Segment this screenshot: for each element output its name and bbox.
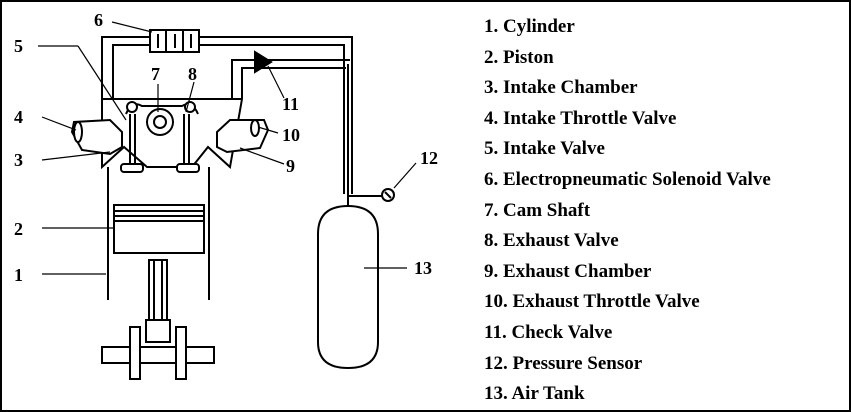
cylinder xyxy=(107,167,210,300)
callout-6: 6 xyxy=(94,10,103,30)
legend-item-exhaust-throttle-valve: 10. Exhaust Throttle Valve xyxy=(484,291,700,313)
exhaust-throttle-valve xyxy=(250,119,260,137)
pressure-sensor xyxy=(348,188,395,202)
callout-10: 10 xyxy=(282,125,300,145)
callout-7: 7 xyxy=(151,64,160,84)
exhaust-valve xyxy=(176,112,200,173)
legend-item-cylinder: 1. Cylinder xyxy=(484,16,575,37)
legend-item-intake-throttle-valve: 4. Intake Throttle Valve xyxy=(484,107,677,129)
legend-item-solenoid-valve: 6. Electropneumatic Solenoid Valve xyxy=(484,168,771,190)
callout-4: 4 xyxy=(14,107,23,127)
connecting-rod xyxy=(101,259,215,380)
legend-item-check-valve: 11. Check Valve xyxy=(484,321,613,343)
cylinder-head xyxy=(70,98,270,170)
callout-2: 2 xyxy=(14,219,23,239)
air-lines xyxy=(101,36,353,194)
callout-13: 13 xyxy=(414,258,432,278)
check-valve xyxy=(254,50,273,74)
cam-shaft xyxy=(125,101,199,136)
legend-item-cam-shaft: 7. Cam Shaft xyxy=(484,199,591,221)
intake-throttle-valve xyxy=(73,121,83,143)
air-tank xyxy=(317,204,379,370)
legend-item-piston: 2. Piston xyxy=(484,46,554,68)
callout-9: 9 xyxy=(286,156,295,176)
callout-5: 5 xyxy=(14,36,23,56)
legend-item-intake-chamber: 3. Intake Chamber xyxy=(484,77,638,99)
callout-11: 11 xyxy=(282,94,299,114)
legend-item-air-tank: 13. Air Tank xyxy=(484,383,585,405)
leader-lines xyxy=(38,21,417,275)
piston xyxy=(113,204,205,254)
callout-12: 12 xyxy=(420,148,438,168)
component-legend: 1. Cylinder 2. Piston 3. Intake Chamber … xyxy=(484,12,771,410)
engine-diagram: 1 2 3 4 5 6 7 8 9 10 11 12 13 xyxy=(14,10,438,380)
solenoid-valve xyxy=(149,29,200,53)
callout-1: 1 xyxy=(14,265,23,285)
callout-3: 3 xyxy=(14,150,23,170)
callout-8: 8 xyxy=(188,64,197,84)
legend-item-intake-valve: 5. Intake Valve xyxy=(484,138,605,160)
legend-item-exhaust-chamber: 9. Exhaust Chamber xyxy=(484,260,652,282)
intake-valve xyxy=(120,112,144,173)
legend-item-exhaust-valve: 8. Exhaust Valve xyxy=(484,230,619,252)
legend-item-pressure-sensor: 12. Pressure Sensor xyxy=(484,352,643,374)
